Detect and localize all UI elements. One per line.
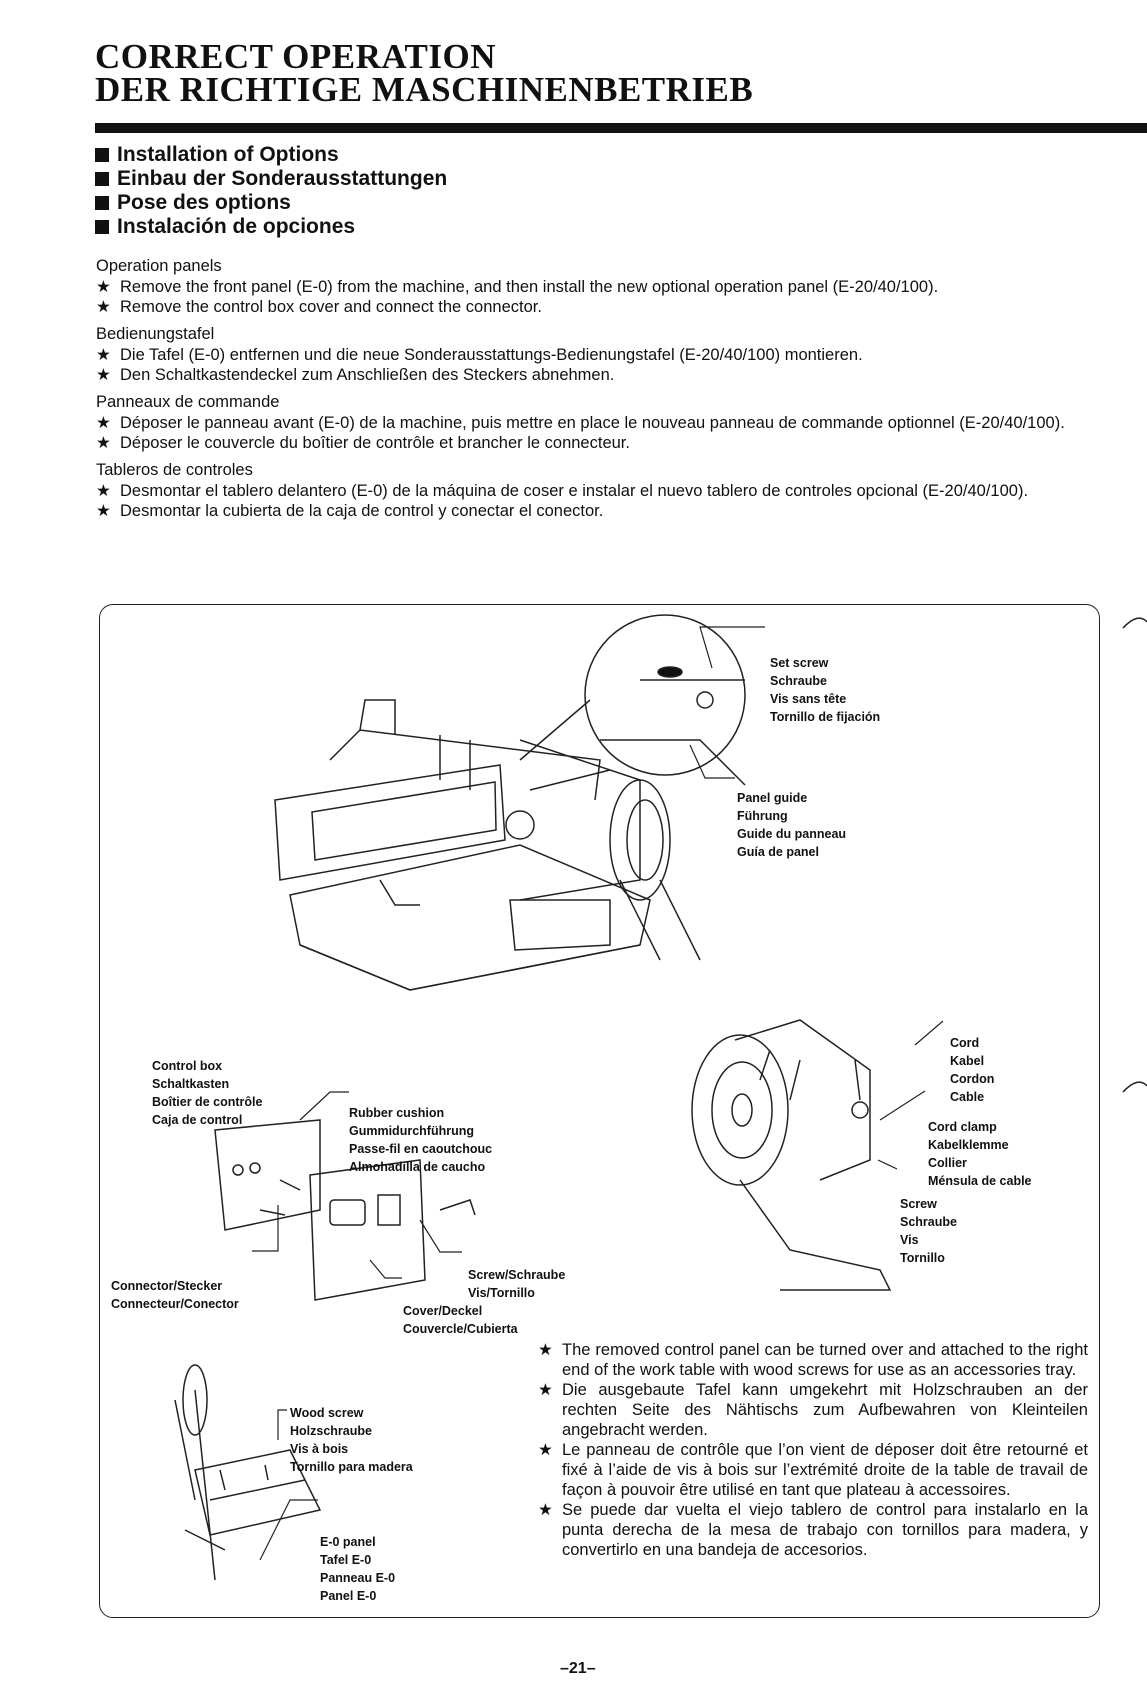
list-item: ★Déposer le panneau avant (E-0) de la ma… <box>96 414 1065 432</box>
tray-notes: ★The removed control panel can be turned… <box>538 1340 1088 1560</box>
illustration-frame <box>99 604 1100 1618</box>
callout-leaders <box>252 626 944 1561</box>
list-item: ★Desmontar el tablero delantero (E-0) de… <box>96 482 1029 500</box>
square-bullet-icon <box>95 148 109 162</box>
title-rule <box>95 123 1147 133</box>
list-item: ★Desmontar la cubierta de la caja de con… <box>96 502 604 520</box>
square-bullet-icon <box>95 220 109 234</box>
section-heading: Tableros de controles <box>96 461 253 479</box>
star-icon: ★ <box>96 434 111 452</box>
page-number: –21– <box>560 1660 596 1677</box>
list-item: ★Déposer le couvercle du boîtier de cont… <box>96 434 630 452</box>
star-icon: ★ <box>96 366 111 384</box>
section-fr: Panneaux de commande ★Déposer le panneau… <box>96 392 1086 453</box>
accessory-tray-illustration <box>174 1364 322 1581</box>
list-item: ★Remove the control box cover and connec… <box>96 298 542 316</box>
heading-fr: Pose des options <box>95 191 447 215</box>
star-icon: ★ <box>538 1441 553 1459</box>
section-heading: Panneaux de commande <box>96 393 280 411</box>
list-item: ★The removed control panel can be turned… <box>538 1341 1088 1379</box>
star-icon: ★ <box>96 502 111 520</box>
list-item: ★Die Tafel (E-0) entfernen und die neue … <box>96 346 863 364</box>
edge-mark <box>1122 617 1147 629</box>
section-heading: Bedienungstafel <box>96 325 215 343</box>
section-en: Operation panels ★Remove the front panel… <box>96 256 1086 317</box>
heading-de: Einbau der Sonderausstattungen <box>95 167 447 191</box>
star-icon: ★ <box>538 1341 553 1359</box>
section-de: Bedienungstafel ★Die Tafel (E-0) entfern… <box>96 324 1086 385</box>
star-icon: ★ <box>538 1381 553 1399</box>
star-icon: ★ <box>96 414 111 432</box>
cord-clamp-illustration <box>691 1019 892 1291</box>
square-bullet-icon <box>95 196 109 210</box>
edge-mark <box>1122 1081 1147 1093</box>
star-icon: ★ <box>96 298 111 316</box>
section-heading: Operation panels <box>96 257 222 275</box>
page-title: CORRECT OPERATION DER RICHTIGE MASCHINEN… <box>95 37 754 109</box>
title-line-1: CORRECT OPERATION <box>95 37 497 76</box>
list-item: ★Die ausgebaute Tafel kann umgekehrt mit… <box>538 1381 1088 1439</box>
control-box-illustration <box>214 1119 476 1301</box>
list-item: ★Le panneau de contrôle que l’on vient d… <box>538 1441 1088 1499</box>
star-icon: ★ <box>96 482 111 500</box>
sewing-machine-illustration <box>274 699 701 991</box>
instructions: Operation panels ★Remove the front panel… <box>96 256 1086 528</box>
title-line-2: DER RICHTIGE MASCHINENBETRIEB <box>95 70 754 109</box>
list-item: ★Remove the front panel (E-0) from the m… <box>96 278 939 296</box>
section-es: Tableros de controles ★Desmontar el tabl… <box>96 460 1086 521</box>
list-item: ★Den Schaltkastendeckel zum Anschließen … <box>96 366 615 384</box>
list-item: ★Se puede dar vuelta el viejo tablero de… <box>538 1501 1088 1559</box>
star-icon: ★ <box>96 346 111 364</box>
star-icon: ★ <box>96 278 111 296</box>
heading-en: Installation of Options <box>95 143 447 167</box>
square-bullet-icon <box>95 172 109 186</box>
star-icon: ★ <box>538 1501 553 1519</box>
section-headings: Installation of Options Einbau der Sonde… <box>95 143 447 239</box>
set-screw-detail <box>519 614 746 791</box>
heading-es: Instalación de opciones <box>95 215 447 239</box>
